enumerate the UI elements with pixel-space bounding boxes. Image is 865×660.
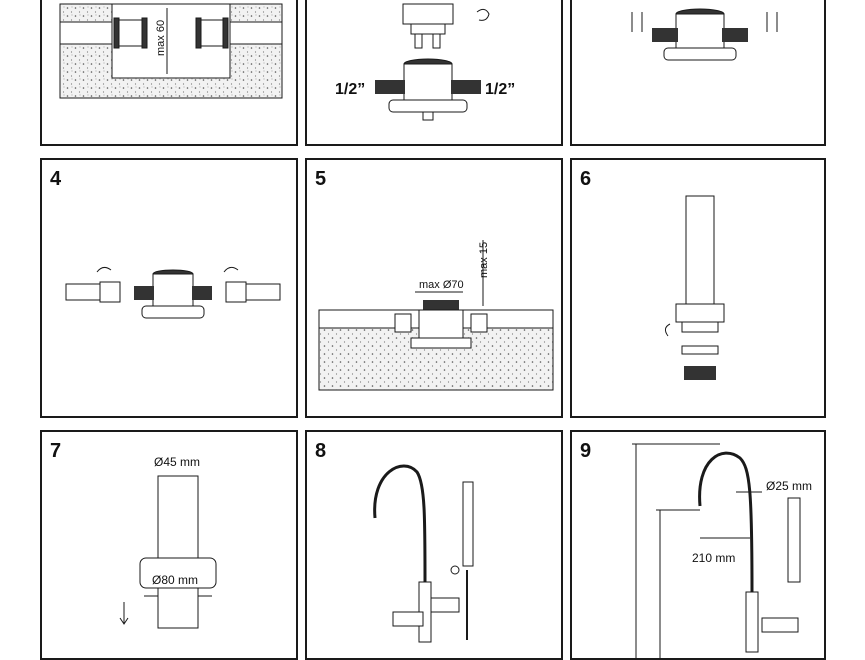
step-7-illustration: Ø45 mm Ø80 mm bbox=[119, 455, 217, 629]
step-5-illustration: max Ø70 max 15 bbox=[318, 240, 554, 391]
step-number: 4 bbox=[50, 168, 62, 190]
step-panel-5: 5 max Ø70 max 15 bbox=[305, 158, 563, 418]
step-panel-6: 6 bbox=[570, 158, 826, 418]
fitting-right bbox=[195, 17, 229, 49]
spout-diameter-label: Ø25 mm bbox=[766, 479, 812, 493]
step-panel-2: 1/2” 1/2” bbox=[305, 0, 563, 146]
step-number: 5 bbox=[315, 168, 327, 190]
step-1-illustration: max 60 bbox=[59, 3, 283, 99]
flange-diameter-label: Ø80 mm bbox=[152, 573, 198, 587]
step-number: 7 bbox=[50, 440, 62, 462]
step-number: 8 bbox=[315, 440, 327, 462]
step-panel-7: 7 Ø45 mm Ø80 mm bbox=[40, 430, 298, 660]
step-panel-4: 4 bbox=[40, 158, 298, 418]
step-8-illustration bbox=[373, 464, 474, 643]
step-4-illustration bbox=[65, 266, 281, 319]
step-number: 9 bbox=[580, 440, 592, 462]
step-9-illustration: Ø25 mm 210 mm bbox=[632, 443, 812, 658]
tube-diameter-label: Ø45 mm bbox=[154, 455, 200, 469]
fitting-left bbox=[113, 17, 148, 49]
diameter-label: max Ø70 bbox=[419, 279, 464, 291]
thread-right-label: 1/2” bbox=[485, 81, 515, 98]
step-3-illustration bbox=[631, 8, 778, 61]
max-height-label: max 60 bbox=[155, 20, 167, 56]
height-label: max 15 bbox=[478, 242, 490, 278]
thread-left-label: 1/2” bbox=[335, 81, 365, 98]
step-6-illustration bbox=[664, 195, 725, 380]
step-2-illustration: 1/2” 1/2” bbox=[335, 3, 515, 121]
step-number: 6 bbox=[580, 168, 592, 190]
step-panel-1: max 60 bbox=[40, 0, 298, 146]
step-panel-3 bbox=[570, 0, 826, 146]
step-panel-9: 9 Ø25 mm 210 mm bbox=[570, 430, 826, 660]
step-panel-8: 8 bbox=[305, 430, 563, 660]
reach-label: 210 mm bbox=[692, 551, 735, 565]
